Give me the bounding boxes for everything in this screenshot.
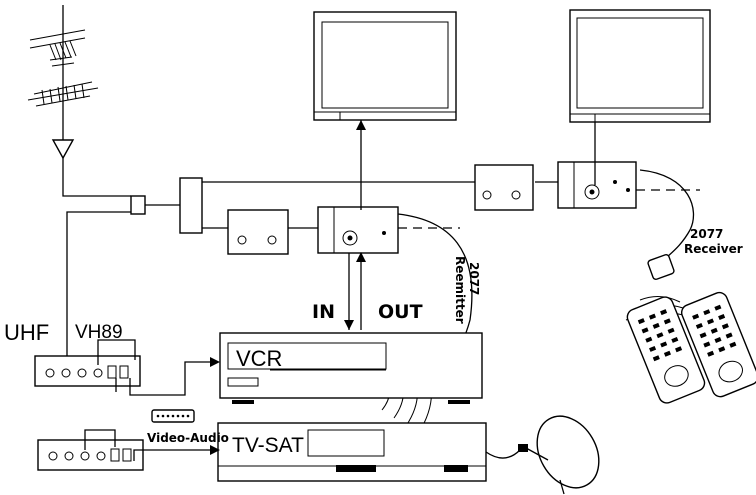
scart-connector-icon (151, 409, 195, 423)
tv-left (313, 11, 457, 121)
out-label: OUT (378, 301, 423, 323)
satellite-dish (518, 415, 600, 495)
modulator-right (474, 164, 534, 211)
receiver-label: Receiver (684, 242, 743, 256)
receiver-unit (557, 161, 637, 209)
video-audio-label: Video-Audio (147, 431, 229, 445)
in-label: IN (312, 301, 335, 323)
remitter-number-label: 2077 (467, 262, 481, 295)
antenna (27, 5, 99, 160)
modulator-left (227, 209, 289, 255)
receiver-number-label: 2077 (690, 227, 723, 241)
splitter-main (179, 177, 203, 234)
tv-right (569, 9, 711, 123)
tv-sat-label: TV-SAT (232, 434, 304, 457)
vcr-label: VCR (236, 346, 282, 371)
tv-sat-unit (217, 422, 487, 482)
vh89-label: VH89 (75, 322, 123, 343)
remitter-label: Reemitter (453, 256, 467, 324)
remote-control-1 (626, 296, 706, 404)
vh89-modulator-top (34, 355, 141, 387)
remote-control-2 (680, 291, 756, 398)
uhf-label: UHF (4, 320, 49, 345)
receiver-ir-eye (647, 253, 675, 281)
reemitter-unit (317, 206, 399, 254)
splitter-small (130, 195, 146, 215)
vh89-modulator-bottom (37, 439, 144, 471)
vcr-unit (219, 332, 483, 404)
